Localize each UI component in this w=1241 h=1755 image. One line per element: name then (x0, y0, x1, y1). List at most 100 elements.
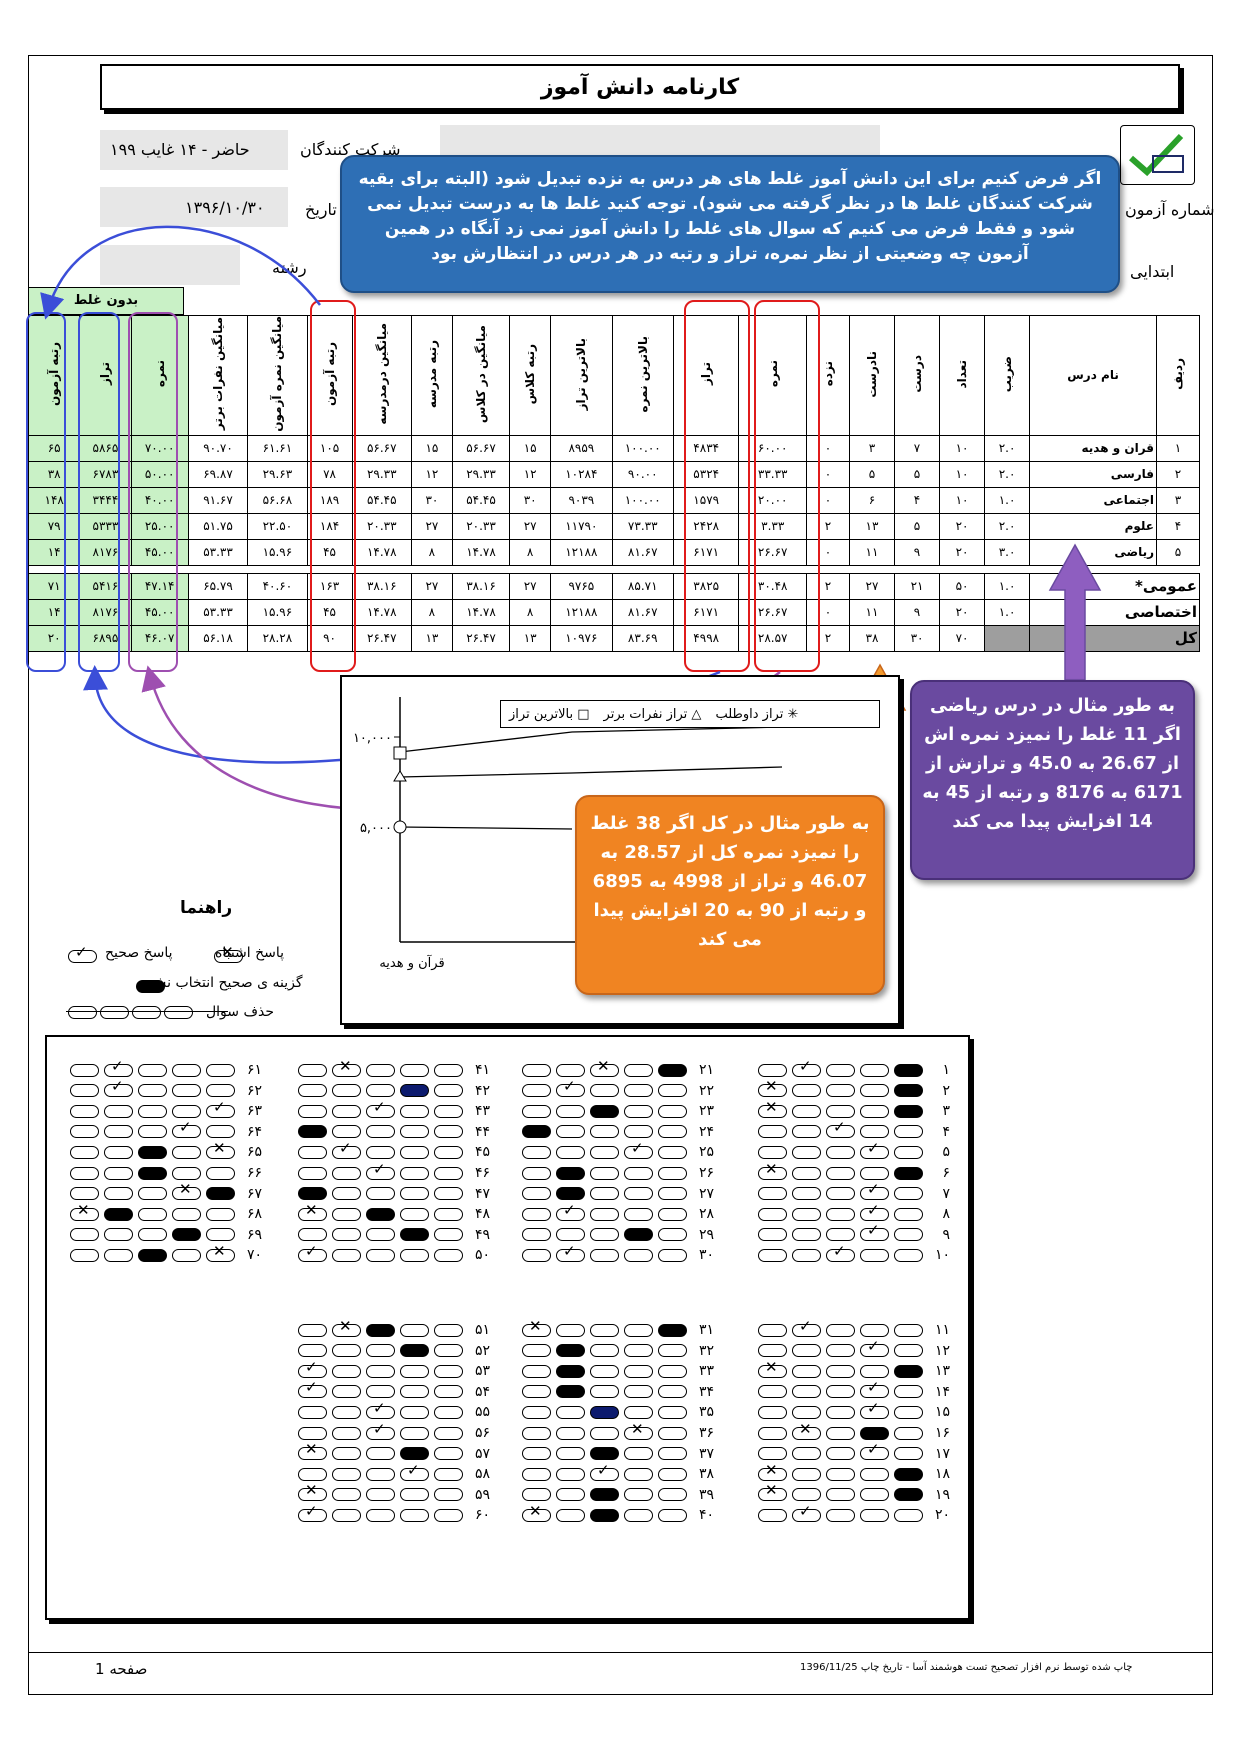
answer-bubble[interactable] (522, 1166, 551, 1180)
answer-bubble[interactable] (104, 1228, 133, 1242)
answer-bubble[interactable] (658, 1364, 687, 1378)
answer-bubble[interactable] (658, 1248, 687, 1262)
answer-bubble[interactable]: ✓ (172, 1120, 201, 1139)
answer-bubble[interactable]: ✕ (758, 1359, 787, 1378)
answer-bubble[interactable] (556, 1187, 585, 1201)
answer-bubble[interactable] (70, 1187, 99, 1201)
answer-bubble[interactable] (298, 1145, 327, 1159)
answer-bubble[interactable] (434, 1063, 463, 1077)
answer-bubble[interactable] (400, 1323, 429, 1337)
answer-bubble[interactable] (400, 1364, 429, 1378)
answer-bubble[interactable] (758, 1228, 787, 1242)
answer-bubble[interactable] (658, 1405, 687, 1419)
answer-bubble[interactable]: ✓ (298, 1359, 327, 1378)
answer-bubble[interactable] (366, 1084, 395, 1098)
answer-bubble[interactable] (366, 1508, 395, 1522)
answer-bubble[interactable]: ✓ (860, 1380, 889, 1399)
answer-bubble[interactable] (792, 1364, 821, 1378)
answer-bubble[interactable] (860, 1426, 889, 1440)
answer-bubble[interactable] (434, 1228, 463, 1242)
answer-bubble[interactable]: ✕ (298, 1442, 327, 1461)
answer-bubble[interactable]: ✓ (860, 1182, 889, 1201)
answer-bubble[interactable] (590, 1145, 619, 1159)
answer-bubble[interactable] (894, 1467, 923, 1481)
answer-bubble[interactable]: ✓ (366, 1400, 395, 1419)
answer-bubble[interactable] (298, 1323, 327, 1337)
answer-bubble[interactable]: ✓ (556, 1243, 585, 1262)
answer-bubble[interactable] (556, 1467, 585, 1481)
answer-bubble[interactable]: ✓ (366, 1421, 395, 1440)
answer-bubble[interactable] (590, 1166, 619, 1180)
answer-bubble[interactable] (894, 1344, 923, 1358)
answer-bubble[interactable] (590, 1364, 619, 1378)
answer-bubble[interactable] (826, 1488, 855, 1502)
answer-bubble[interactable] (366, 1364, 395, 1378)
answer-bubble[interactable] (826, 1467, 855, 1481)
answer-bubble[interactable] (138, 1104, 167, 1118)
answer-bubble[interactable] (70, 1228, 99, 1242)
answer-bubble[interactable] (658, 1385, 687, 1399)
answer-bubble[interactable] (894, 1364, 923, 1378)
answer-bubble[interactable] (434, 1467, 463, 1481)
answer-bubble[interactable] (860, 1084, 889, 1098)
answer-bubble[interactable] (758, 1344, 787, 1358)
answer-bubble[interactable] (624, 1125, 653, 1139)
answer-bubble[interactable] (400, 1207, 429, 1221)
answer-bubble[interactable] (590, 1426, 619, 1440)
answer-bubble[interactable] (894, 1405, 923, 1419)
answer-bubble[interactable] (792, 1104, 821, 1118)
answer-bubble[interactable]: ✓ (104, 1058, 133, 1077)
answer-bubble[interactable] (860, 1364, 889, 1378)
answer-bubble[interactable] (792, 1447, 821, 1461)
answer-bubble[interactable]: ✓ (104, 1079, 133, 1098)
answer-bubble[interactable] (434, 1344, 463, 1358)
answer-bubble[interactable] (624, 1063, 653, 1077)
answer-bubble[interactable] (624, 1248, 653, 1262)
answer-bubble[interactable] (434, 1207, 463, 1221)
answer-bubble[interactable] (758, 1508, 787, 1522)
answer-bubble[interactable] (400, 1104, 429, 1118)
answer-bubble[interactable]: ✓ (366, 1161, 395, 1180)
answer-bubble[interactable] (434, 1447, 463, 1461)
answer-bubble[interactable] (104, 1125, 133, 1139)
answer-bubble[interactable] (624, 1364, 653, 1378)
answer-bubble[interactable] (366, 1447, 395, 1461)
answer-bubble[interactable] (206, 1187, 235, 1201)
answer-bubble[interactable] (298, 1228, 327, 1242)
answer-bubble[interactable] (70, 1104, 99, 1118)
answer-bubble[interactable]: ✓ (792, 1058, 821, 1077)
answer-bubble[interactable] (522, 1104, 551, 1118)
answer-bubble[interactable] (658, 1166, 687, 1180)
answer-bubble[interactable] (792, 1248, 821, 1262)
answer-bubble[interactable]: ✓ (366, 1099, 395, 1118)
answer-bubble[interactable]: ✕ (522, 1503, 551, 1522)
answer-bubble[interactable]: ✓ (624, 1140, 653, 1159)
answer-bubble[interactable] (624, 1467, 653, 1481)
answer-bubble[interactable] (860, 1488, 889, 1502)
answer-bubble[interactable] (332, 1166, 361, 1180)
answer-bubble[interactable] (434, 1385, 463, 1399)
answer-bubble[interactable] (590, 1248, 619, 1262)
answer-bubble[interactable]: ✕ (758, 1483, 787, 1502)
answer-bubble[interactable]: ✕ (298, 1202, 327, 1221)
answer-bubble[interactable] (792, 1488, 821, 1502)
answer-bubble[interactable] (758, 1248, 787, 1262)
answer-bubble[interactable] (172, 1228, 201, 1242)
answer-bubble[interactable] (434, 1488, 463, 1502)
answer-bubble[interactable] (138, 1248, 167, 1262)
answer-bubble[interactable] (894, 1084, 923, 1098)
answer-bubble[interactable]: ✓ (860, 1400, 889, 1419)
answer-bubble[interactable] (792, 1405, 821, 1419)
answer-bubble[interactable] (522, 1125, 551, 1139)
answer-bubble[interactable] (206, 1125, 235, 1139)
answer-bubble[interactable] (172, 1248, 201, 1262)
answer-bubble[interactable] (138, 1145, 167, 1159)
answer-bubble[interactable] (658, 1323, 687, 1337)
answer-bubble[interactable] (366, 1344, 395, 1358)
answer-bubble[interactable] (522, 1344, 551, 1358)
answer-bubble[interactable]: ✕ (758, 1079, 787, 1098)
answer-bubble[interactable] (826, 1084, 855, 1098)
answer-bubble[interactable] (826, 1344, 855, 1358)
answer-bubble[interactable] (826, 1063, 855, 1077)
answer-bubble[interactable]: ✕ (590, 1058, 619, 1077)
